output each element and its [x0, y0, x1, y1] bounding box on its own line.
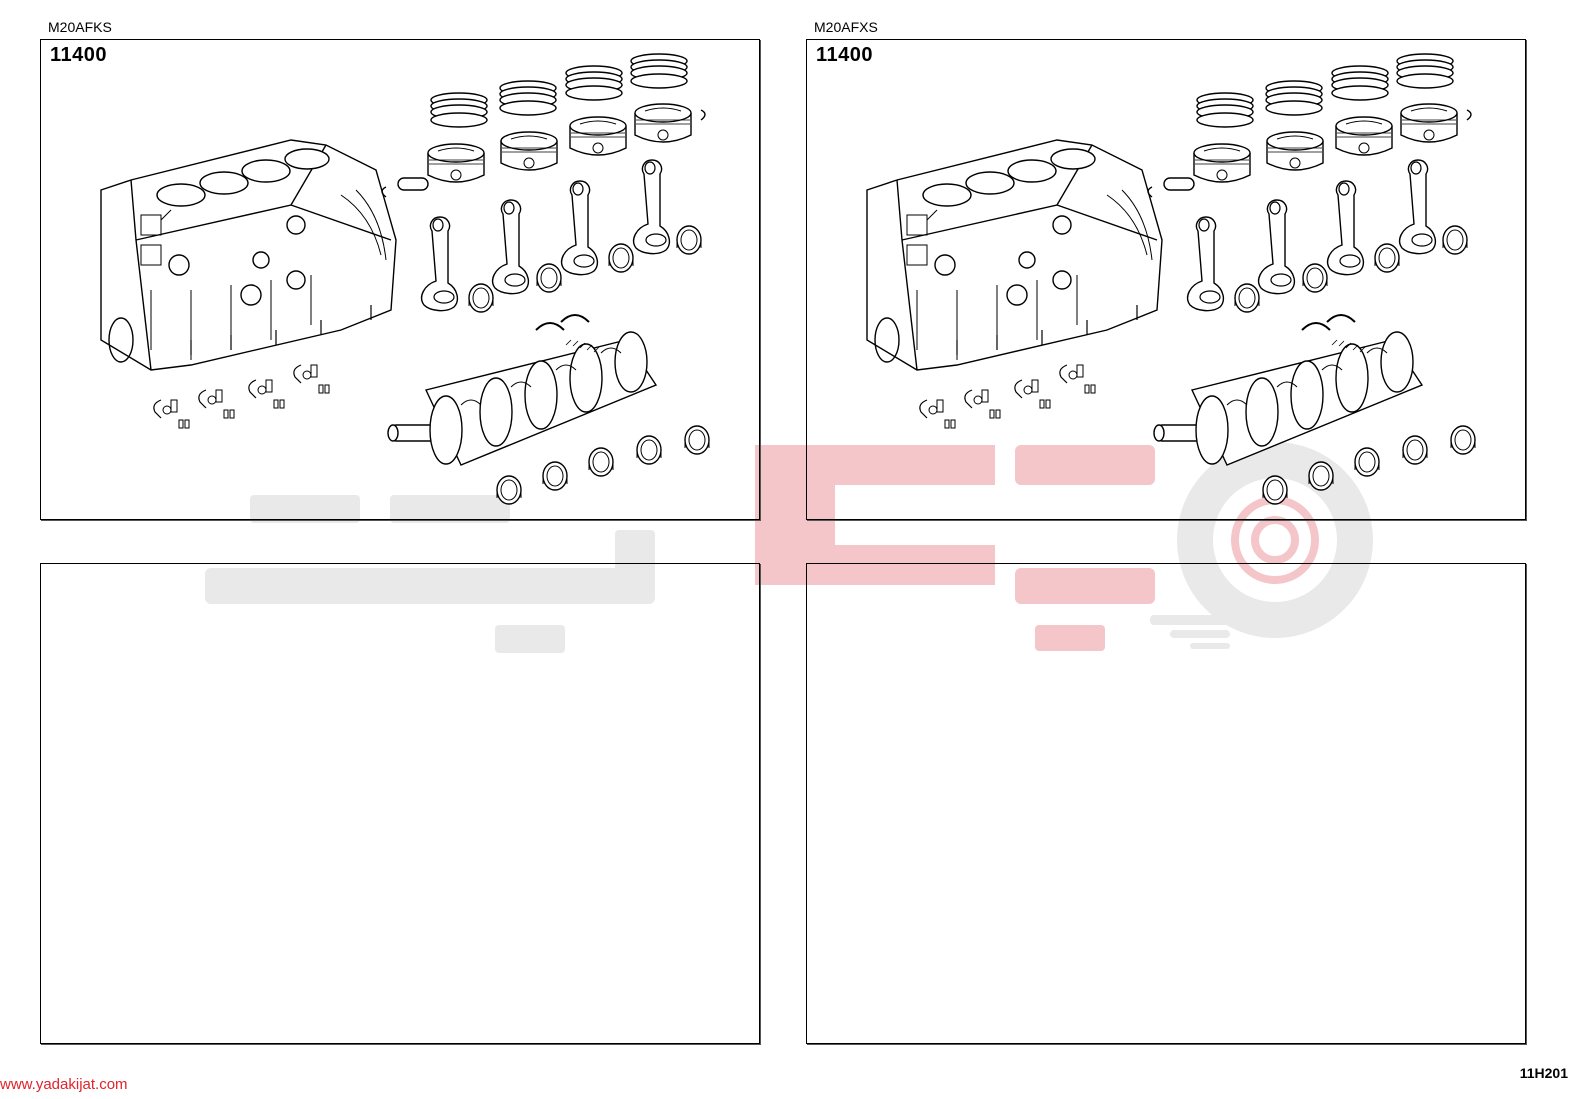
- footer-website-url: www.yadakijat.com: [0, 1076, 128, 1093]
- panel-2-section-code: 11400: [816, 44, 874, 66]
- panel-2: 11400: [806, 39, 1526, 520]
- panel-2-engine-block-diagram: [807, 40, 1524, 518]
- panel-1-engine-block-diagram: [41, 40, 758, 518]
- panel-2-model-label: M20AFXS: [814, 19, 878, 35]
- panel-4-empty: [806, 563, 1526, 1044]
- panel-1-model-label: M20AFKS: [48, 19, 112, 35]
- panel-1: 11400: [40, 39, 760, 520]
- panel-1-section-code: 11400: [50, 44, 108, 66]
- page-id: 11H201: [1519, 1065, 1568, 1081]
- panel-3-empty: [40, 563, 760, 1044]
